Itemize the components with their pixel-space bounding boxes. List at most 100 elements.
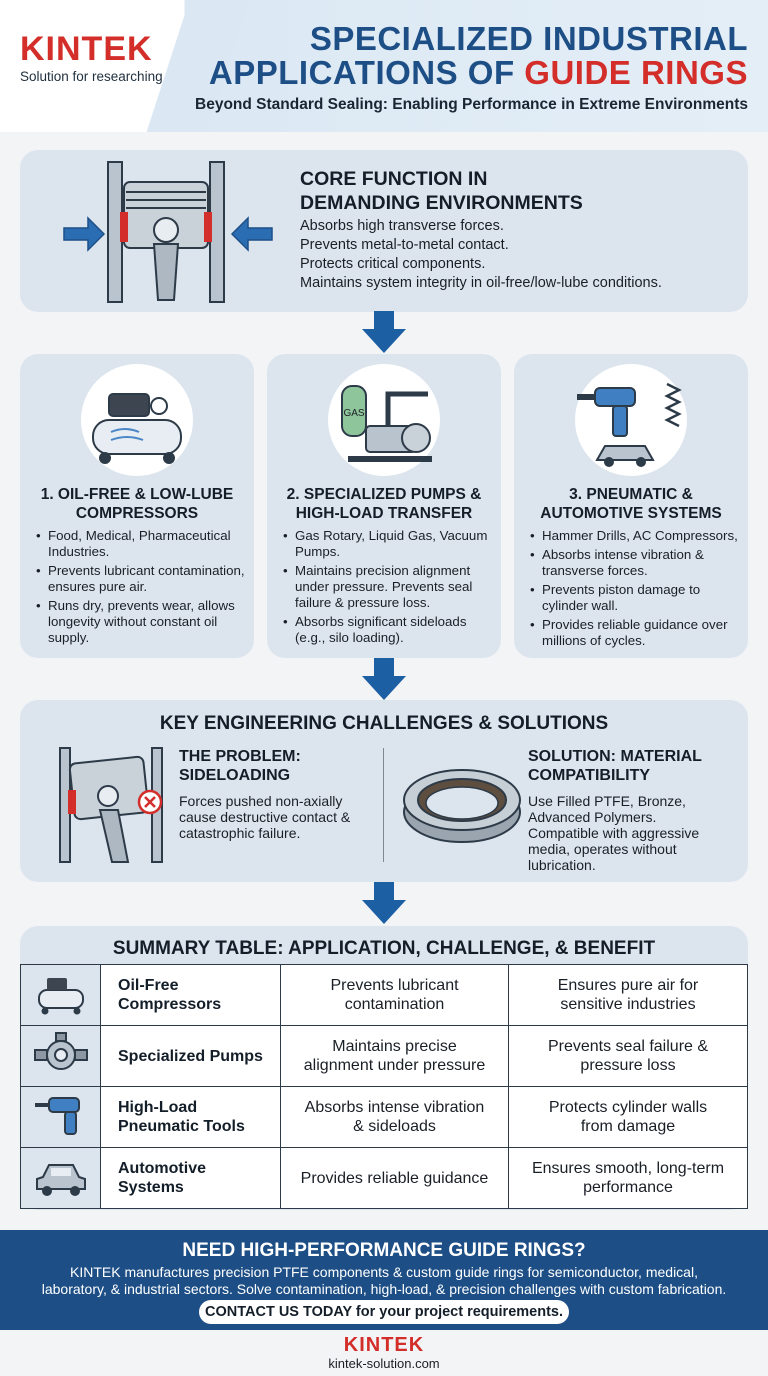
gas-pump-icon: GAS xyxy=(341,385,432,462)
cta-description: KINTEK manufactures precision PTFE compo… xyxy=(10,1264,758,1298)
table-benefit-cell: Prevents seal failure & pressure loss xyxy=(508,1025,748,1087)
table-icon-cell xyxy=(20,1147,101,1209)
title-line-2: APPLICATIONS OF GUIDE RINGS xyxy=(209,56,748,90)
challenge-line: Prevents lubricant xyxy=(330,977,459,994)
problem-heading-line: SIDELOADING xyxy=(179,767,291,784)
benefit-line: pressure loss xyxy=(580,1057,676,1074)
card-title-line: HIGH-LOAD TRANSFER xyxy=(295,505,473,522)
page-subtitle: Beyond Standard Sealing: Enabling Perfor… xyxy=(195,96,748,113)
guide-ring-icon xyxy=(403,769,521,843)
solution-heading-line: COMPATIBILITY xyxy=(528,767,651,784)
benefit-line: from damage xyxy=(580,1118,676,1135)
problem-heading: THE PROBLEM: SIDELOADING xyxy=(179,747,301,785)
app-line: High-Load xyxy=(118,1099,198,1116)
benefit-line: Ensures pure air for xyxy=(557,977,699,994)
brand-logo[interactable]: KINTEK Solution for researching xyxy=(20,32,163,84)
card-title-line: COMPRESSORS xyxy=(75,505,199,522)
benefit-line: Ensures smooth, long-term xyxy=(531,1160,725,1177)
drill-car-icon xyxy=(577,382,682,467)
bullet-item: Provides reliable guidance over millions… xyxy=(528,617,742,649)
bullet-item: Runs dry, prevents wear, allows longevit… xyxy=(34,598,248,646)
bullet-item: Gas Rotary, Liquid Gas, Vacuum Pumps. xyxy=(281,528,495,560)
core-line: Absorbs high transverse forces. xyxy=(300,218,504,234)
solution-text: Use Filled PTFE, Bronze, Advanced Polyme… xyxy=(528,793,699,873)
solution-line: media, operates without xyxy=(528,841,677,857)
header: KINTEK Solution for researching SPECIALI… xyxy=(0,0,768,132)
bullet-item: Prevents lubricant contamination, ensure… xyxy=(34,563,248,595)
problem-line: Forces pushed non-axially xyxy=(179,793,343,809)
benefit-line: sensitive industries xyxy=(560,996,696,1013)
challenge-line: alignment under pressure xyxy=(303,1057,486,1074)
table-app-cell: Specialized Pumps xyxy=(100,1025,281,1087)
down-arrow-icon xyxy=(362,311,406,353)
footer-url-link[interactable]: kintek-solution.com xyxy=(328,1356,440,1371)
car-icon xyxy=(35,1163,86,1196)
footer-logo[interactable]: KINTEK xyxy=(343,1334,425,1356)
solution-line: Compatible with aggressive xyxy=(528,825,700,841)
challenge-line: Provides reliable guidance xyxy=(300,1169,489,1187)
table-benefit-cell: Ensures pure air for sensitive industries xyxy=(508,964,748,1026)
challenge-line: contamination xyxy=(344,996,445,1013)
compressor-icon xyxy=(37,977,84,1014)
problem-line: cause destructive contact & xyxy=(179,809,351,825)
table-challenge-cell: Prevents lubricant contamination xyxy=(280,964,509,1026)
challenge-line: & sideloads xyxy=(353,1118,436,1135)
application-card-pneumatic: 3. PNEUMATIC & AUTOMOTIVE SYSTEMS Hammer… xyxy=(514,354,748,658)
page-title: SPECIALIZED INDUSTRIAL APPLICATIONS OF G… xyxy=(209,22,748,90)
title-part-accent: GUIDE RINGS xyxy=(524,54,748,91)
benefit-line: performance xyxy=(583,1179,673,1196)
logo-tagline: Solution for researching xyxy=(20,69,163,84)
card-title: 1. OIL-FREE & LOW-LUBE COMPRESSORS xyxy=(28,485,246,523)
app-line: Automotive xyxy=(118,1160,206,1177)
challenges-panel: KEY ENGINEERING CHALLENGES & SOLUTIONS T… xyxy=(20,700,748,882)
challenge-divider xyxy=(383,748,384,862)
core-line: Maintains system integrity in oil-free/l… xyxy=(300,275,662,291)
solution-line: Advanced Polymers. xyxy=(528,809,657,825)
core-function-list: Absorbs high transverse forces. Prevents… xyxy=(300,217,662,293)
solution-heading-line: SOLUTION: MATERIAL xyxy=(528,748,702,765)
solution-heading: SOLUTION: MATERIAL COMPATIBILITY xyxy=(528,747,702,785)
app-line: Pneumatic Tools xyxy=(118,1118,245,1135)
card-title-line: 2. SPECIALIZED PUMPS & xyxy=(286,486,482,503)
pneumatic-illustration xyxy=(575,364,687,476)
piston-cylinder-icon xyxy=(63,161,273,303)
title-part-a: APPLICATIONS OF xyxy=(208,54,525,91)
contact-us-button[interactable]: CONTACT US TODAY for your project requir… xyxy=(199,1300,569,1324)
card-title: 2. SPECIALIZED PUMPS & HIGH-LOAD TRANSFE… xyxy=(275,485,493,523)
bullet-item: Food, Medical, Pharmaceutical Industries… xyxy=(34,528,248,560)
gas-label: GAS xyxy=(343,408,364,419)
compressor-icon xyxy=(92,393,182,464)
card-bullets: Food, Medical, Pharmaceutical Industries… xyxy=(34,528,248,649)
problem-heading-line: THE PROBLEM: xyxy=(179,748,301,765)
benefit-line: Protects cylinder walls xyxy=(548,1099,708,1116)
table-benefit-cell: Ensures smooth, long-term performance xyxy=(508,1147,748,1209)
cta-line: KINTEK manufactures precision PTFE compo… xyxy=(70,1264,698,1280)
challenge-line: Maintains precise xyxy=(332,1038,457,1055)
bullet-item: Hammer Drills, AC Compressors, xyxy=(528,528,742,544)
bullet-item: Absorbs intense vibration & transverse f… xyxy=(528,547,742,579)
benefit-line: Prevents seal failure & xyxy=(547,1038,709,1055)
core-function-panel: CORE FUNCTION IN DEMANDING ENVIRONMENTS … xyxy=(20,150,748,312)
cta-title: NEED HIGH-PERFORMANCE GUIDE RINGS? xyxy=(182,1240,586,1261)
card-bullets: Hammer Drills, AC Compressors, Absorbs i… xyxy=(528,528,742,652)
bullet-item: Maintains precision alignment under pres… xyxy=(281,563,495,611)
pump-illustration: GAS xyxy=(328,364,440,476)
table-icon-cell xyxy=(20,964,101,1026)
challenges-title: KEY ENGINEERING CHALLENGES & SOLUTIONS xyxy=(159,713,609,734)
table-benefit-cell: Protects cylinder walls from damage xyxy=(508,1086,748,1148)
table-icon-cell xyxy=(20,1025,101,1087)
title-line-1: SPECIALIZED INDUSTRIAL xyxy=(309,20,748,57)
logo-wordmark: KINTEK xyxy=(20,30,153,68)
card-bullets: Gas Rotary, Liquid Gas, Vacuum Pumps. Ma… xyxy=(281,528,495,649)
cta-line: laboratory, & industrial sectors. Solve … xyxy=(41,1281,727,1297)
card-title-line: AUTOMOTIVE SYSTEMS xyxy=(540,505,722,522)
core-function-title: CORE FUNCTION IN DEMANDING ENVIRONMENTS xyxy=(300,167,720,215)
solution-line: lubrication. xyxy=(528,857,596,873)
